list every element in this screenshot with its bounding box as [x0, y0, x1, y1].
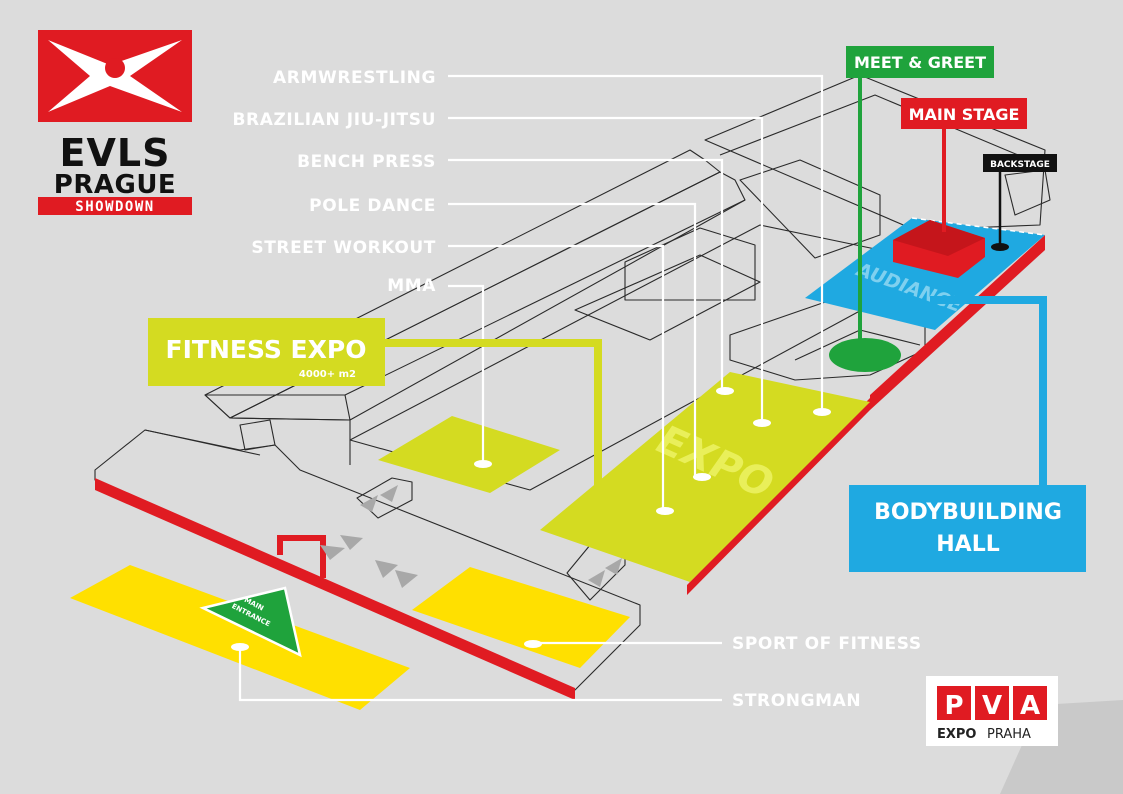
logo-bar [38, 197, 192, 215]
hall-roof-end [204, 394, 351, 421]
label-street-workout: STREET WORKOUT [251, 238, 436, 258]
label-pole-dance: POLE DANCE [309, 196, 436, 216]
main-entrance-marker[interactable] [199, 586, 302, 658]
leader-strongman [238, 648, 722, 702]
arrow-2 [340, 535, 363, 550]
label-bjj: BRAZILIAN JIU-JITSU [232, 110, 436, 130]
pva-box-a [1013, 686, 1047, 720]
dot-sport-of-fitness [524, 640, 542, 648]
hall-ridge [344, 199, 746, 396]
label-bench-press: BENCH PRESS [297, 152, 436, 172]
entrance-arrows [320, 485, 622, 588]
pva-box-p [937, 686, 971, 720]
east-wing-block [739, 159, 881, 259]
arrow-7 [588, 570, 605, 587]
dot-bench-press [716, 387, 734, 395]
evls-logo: EVLS PRAGUE SHOWDOWN [38, 30, 192, 215]
dot-pole-dance [693, 473, 711, 481]
inner-block-b [574, 254, 761, 341]
label-mma: MMA [387, 276, 436, 296]
label-sport-of-fitness: SPORT OF FITNESS [732, 634, 922, 654]
label-strongman: STRONGMAN [732, 691, 861, 711]
arrow-6 [380, 485, 398, 502]
dot-bjj [753, 419, 771, 427]
pva-logo: P V A EXPO PRAHA [926, 676, 1058, 746]
backstage-dot [991, 243, 1009, 251]
fitness-expo-callout [148, 318, 385, 386]
fitness-expo-label: FITNESS EXPO [166, 335, 367, 364]
bodybuilding-callout [849, 485, 1086, 572]
east-wing-ridge [719, 94, 1031, 161]
logo-x-dot [105, 58, 125, 78]
leader-street-workout [448, 244, 665, 510]
dot-mma [474, 460, 492, 468]
dot-street-workout [656, 507, 674, 515]
dot-armwrestling [813, 408, 831, 416]
pva-line1: EXPO [937, 727, 976, 742]
label-armwrestling: ARMWRESTLING [273, 68, 436, 88]
audience-dashed [911, 217, 1046, 236]
bodybuilding-line2: HALL [936, 532, 999, 557]
leader-bodybuilding [930, 296, 1047, 485]
arrow-3 [375, 560, 398, 578]
pva-box-v [975, 686, 1009, 720]
activity-labels: ARMWRESTLING BRAZILIAN JIU-JITSU BENCH P… [232, 68, 921, 711]
leader-armwrestling [448, 74, 824, 410]
logo-line3: SHOWDOWN [75, 199, 154, 215]
arrow-8 [605, 558, 622, 575]
dot-strongman [231, 643, 249, 651]
strongman-zone [70, 565, 410, 710]
leader-bjj [448, 116, 764, 422]
main-stage-top [893, 220, 985, 256]
logo-line2: PRAGUE [54, 170, 176, 200]
bodybuilding-line1: BODYBUILDING [874, 500, 1062, 525]
meet-greet-callout [846, 46, 994, 78]
leader-fitness-expo [385, 339, 602, 505]
pva-letter-p: P [944, 691, 963, 721]
main-stage-callout [901, 98, 1027, 129]
backstage-label: BACKSTAGE [990, 160, 1050, 170]
stair-1 [356, 477, 413, 519]
entrance-red-notch [277, 535, 326, 578]
mma-zone [378, 416, 560, 493]
logo-line1: EVLS [60, 131, 171, 175]
arrow-4 [395, 570, 418, 588]
front-wing-ridge [144, 429, 261, 456]
leader-dots [231, 387, 831, 651]
corner-shade [1000, 700, 1123, 794]
leader-mma [448, 284, 485, 463]
fitness-expo-area: 4000+ m2 [299, 369, 356, 380]
backstage-callout [983, 154, 1057, 172]
meet-greet-label: MEET & GREET [854, 53, 986, 72]
front-red-strip [95, 478, 575, 700]
inner-block-a [624, 227, 756, 301]
stage-red-strip [870, 235, 1045, 410]
pva-letter-v: V [982, 691, 1002, 721]
pva-letter-a: A [1020, 691, 1040, 721]
pva-line2: PRAHA [987, 727, 1031, 742]
leader-pole-dance [448, 202, 697, 476]
main-stage-label: MAIN STAGE [909, 105, 1020, 124]
meet-greet-zone [829, 338, 901, 372]
arrow-1 [320, 545, 345, 560]
front-connector [239, 419, 276, 451]
arrow-5 [360, 495, 378, 512]
leader-bench-press [448, 158, 724, 389]
hall-roof-side [229, 171, 746, 421]
leader-lines [238, 74, 824, 702]
